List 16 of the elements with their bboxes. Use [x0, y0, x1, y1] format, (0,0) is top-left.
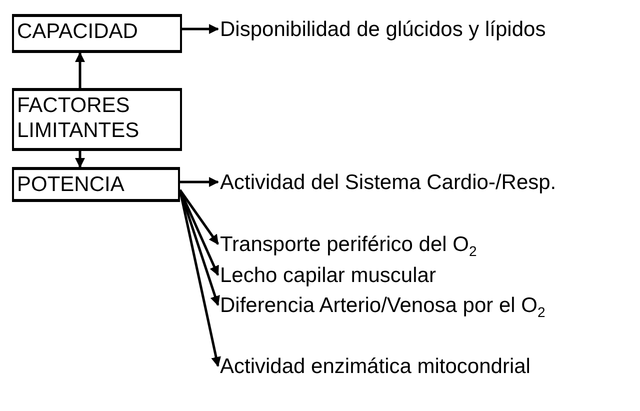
arrow [178, 189, 220, 276]
factor-text: Actividad del Sistema Cardio-/Resp. [220, 168, 630, 228]
factor-text: Diferencia Arterio/Venosa por el O$_{2}$ [220, 291, 630, 351]
arrow [178, 189, 220, 245]
arrow [182, 24, 219, 34]
factor-text: Actividad enzimática mitocondrial [220, 352, 630, 410]
arrow [75, 151, 85, 168]
arrow [178, 190, 220, 306]
arrow [75, 52, 85, 88]
arrow [180, 177, 219, 187]
factor-text: Lecho capilar muscular [220, 261, 630, 291]
concept-box: POTENCIA [12, 167, 180, 202]
concept-box: CAPACIDAD [12, 14, 182, 53]
factor-text: Disponibilidad de glúcidos y lípidos [220, 15, 608, 75]
concept-box: FACTORES LIMITANTES [12, 88, 182, 151]
factor-text: Transporte periférico del O$_{2}$ [220, 230, 630, 260]
